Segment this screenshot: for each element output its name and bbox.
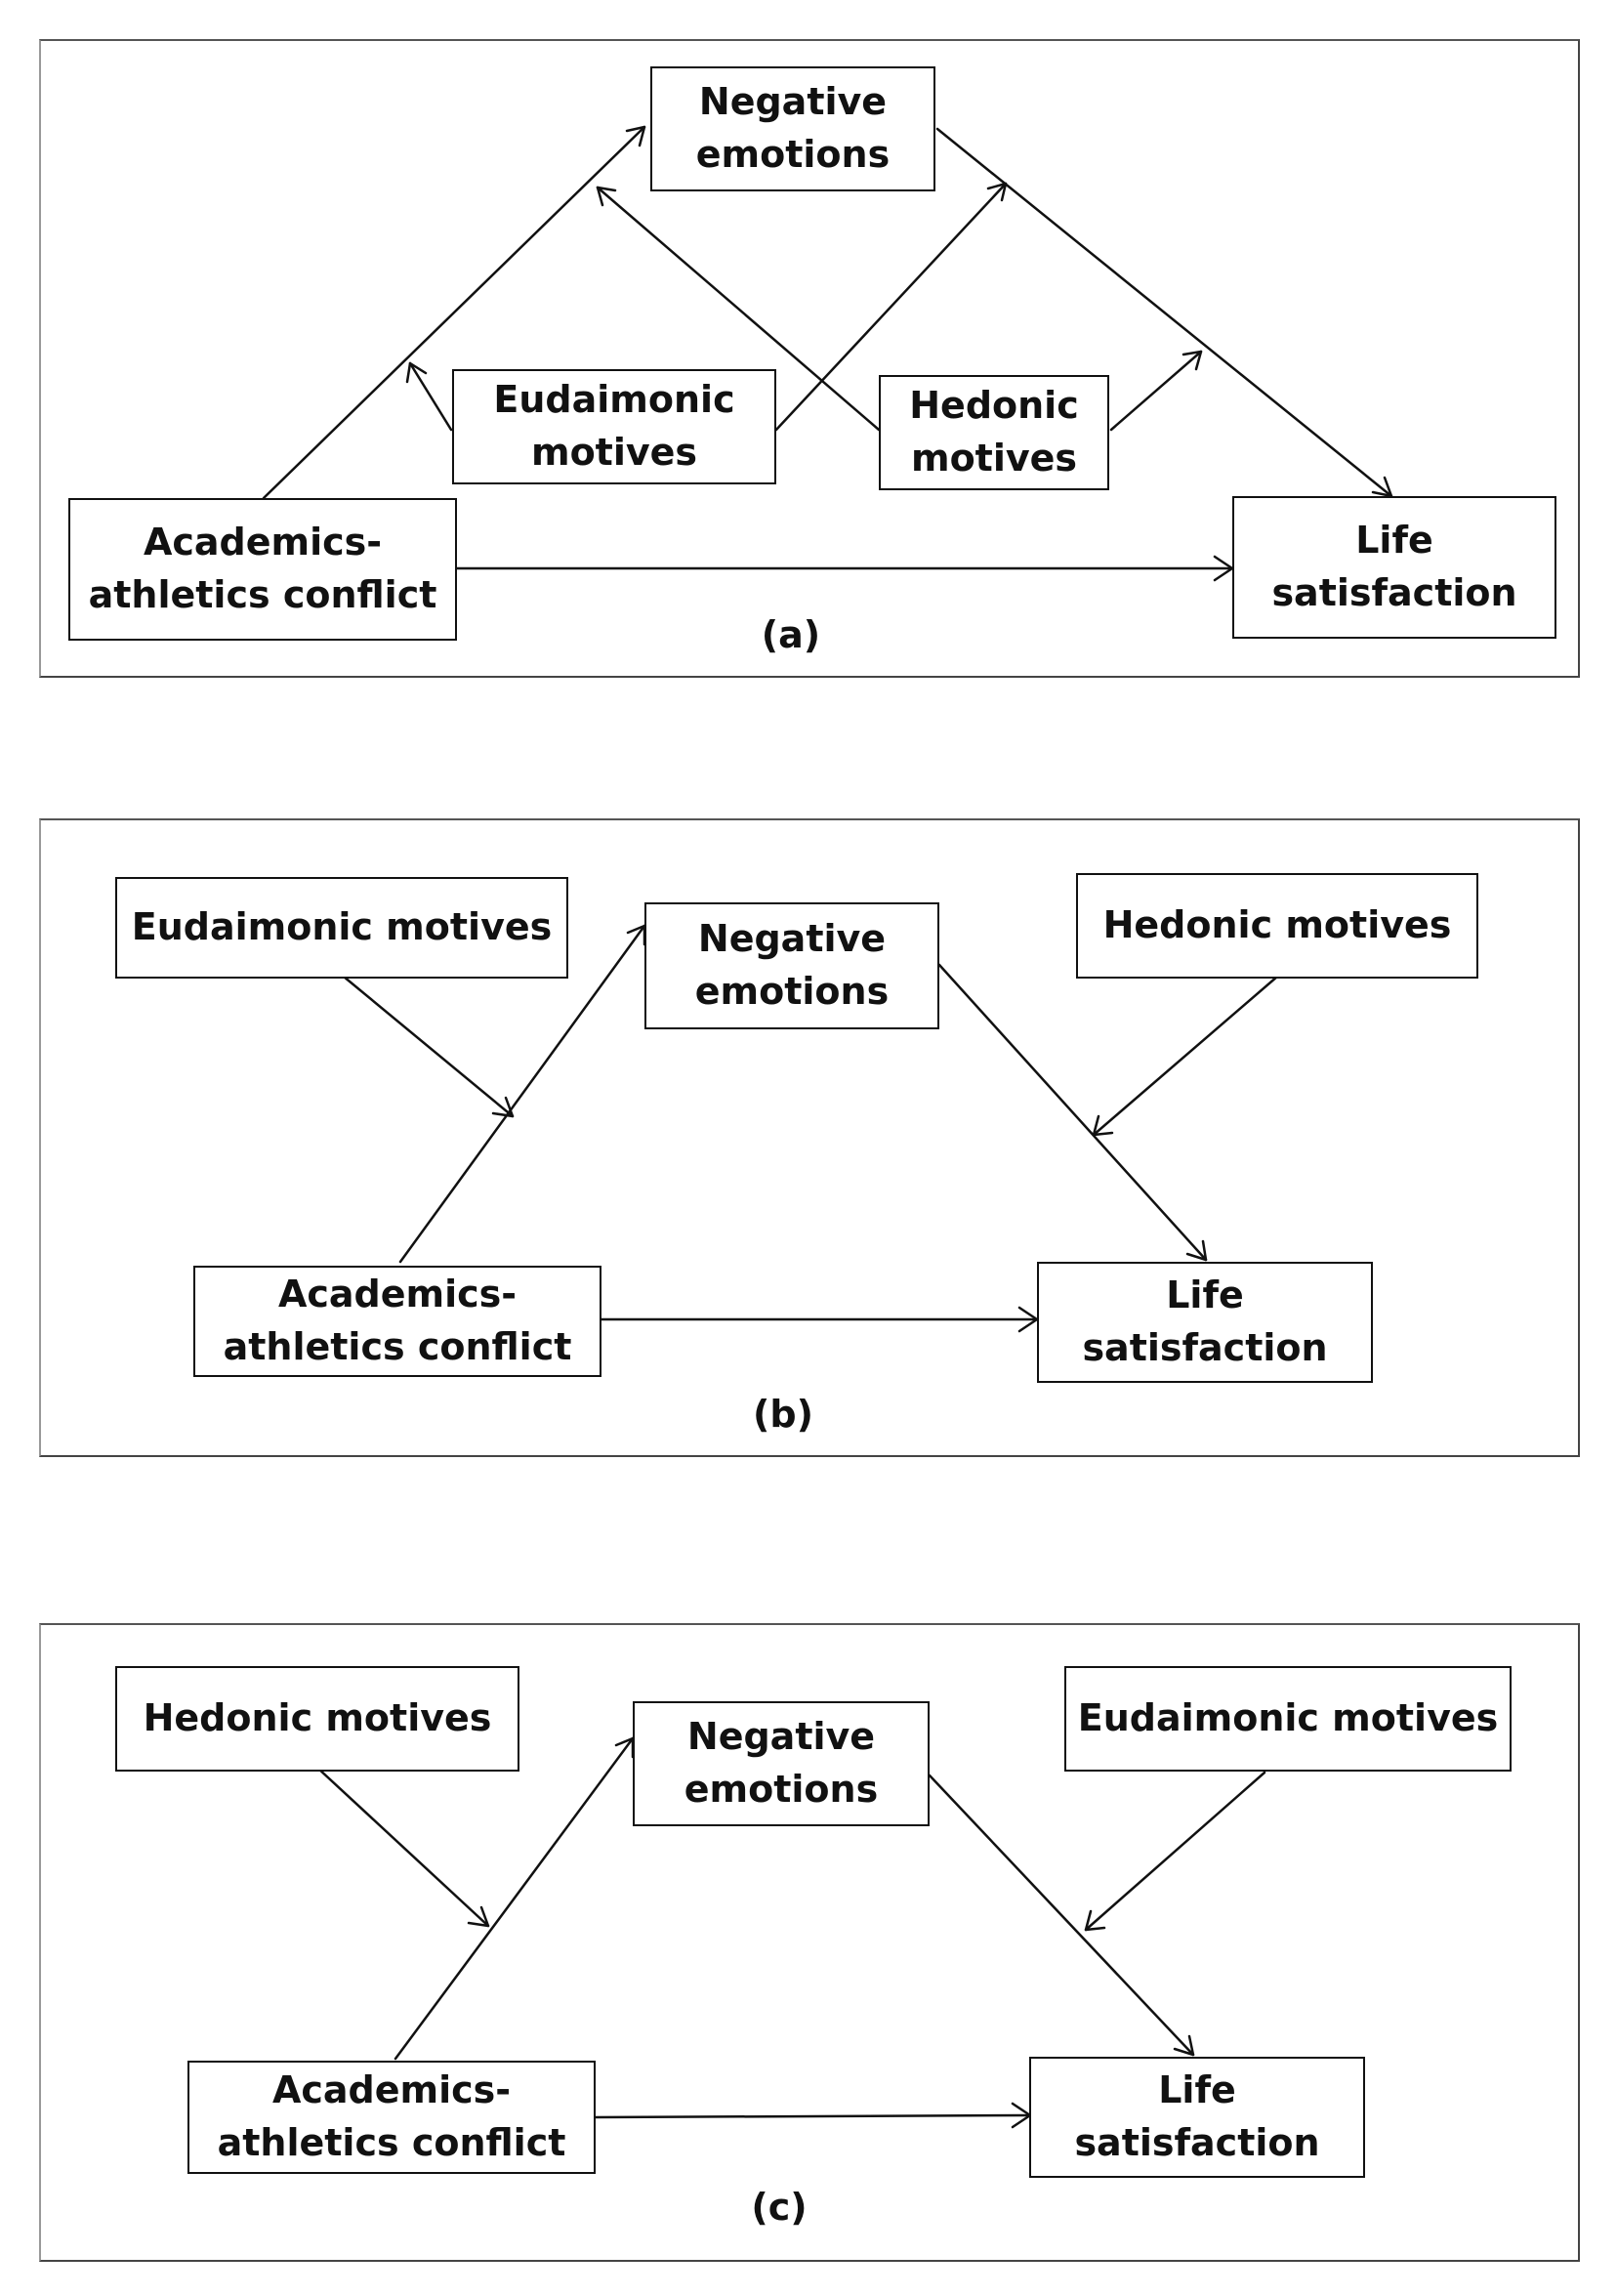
node-eudaimonic-motives: Eudaimonic motives [452, 369, 776, 484]
arrow-hedonic-moderates-emotion-path [1109, 350, 1203, 432]
arrow-eudaimonic-moderates-conflict-path [408, 361, 453, 432]
panel-b-arrows [342, 924, 1279, 1333]
arrow-hedonic-moderates-conflict-path [315, 1766, 490, 1928]
node-hedonic-motives: Hedonic motives [115, 1666, 519, 1772]
node-life-satisfaction: Life satisfaction [1232, 496, 1556, 639]
node-eudaimonic-motives: Eudaimonic motives [115, 877, 568, 979]
panel-b-label: (b) [753, 1393, 813, 1436]
node-life-satisfaction: Life satisfaction [1037, 1262, 1373, 1383]
arrow-conflict-to-life-satisfaction [594, 2113, 1032, 2119]
arrow-conflict-to-negative-emotions [394, 1736, 635, 2061]
arrow-eudaimonic-moderates-emotion-path [774, 182, 1008, 432]
arrow-negative-emotions-to-life-satisfaction [928, 1774, 1195, 2057]
arrow-eudaimonic-moderates-emotion-path [1084, 1771, 1266, 1932]
node-negative-emotions: Negative emotions [644, 902, 939, 1029]
node-academics-athletics-conflict: Academics- athletics conflict [68, 498, 457, 641]
panel-c-arrows [315, 1736, 1266, 2129]
arrow-eudaimonic-moderates-conflict-path [342, 975, 515, 1118]
arrow-conflict-to-negative-emotions [262, 125, 646, 500]
node-academics-athletics-conflict: Academics- athletics conflict [193, 1266, 601, 1377]
arrow-hedonic-moderates-emotion-path [1092, 975, 1279, 1137]
node-life-satisfaction: Life satisfaction [1029, 2057, 1365, 2178]
node-academics-athletics-conflict: Academics- athletics conflict [187, 2061, 596, 2174]
panel-a-arrows [262, 125, 1393, 582]
arrow-hedonic-moderates-conflict-path [596, 186, 881, 432]
arrow-negative-emotions-to-life-satisfaction [935, 127, 1393, 498]
panel-a-label: (a) [761, 613, 821, 656]
node-eudaimonic-motives: Eudaimonic motives [1064, 1666, 1512, 1772]
node-hedonic-motives: Hedonic motives [879, 375, 1109, 490]
panel-c [39, 1623, 1580, 2262]
node-hedonic-motives: Hedonic motives [1076, 873, 1478, 979]
panel-c-label: (c) [751, 2186, 808, 2229]
arrow-conflict-to-negative-emotions [398, 924, 646, 1264]
arrow-negative-emotions-to-life-satisfaction [937, 963, 1208, 1262]
panel-b [39, 818, 1580, 1457]
panel-a [39, 39, 1580, 678]
node-negative-emotions: Negative emotions [633, 1701, 930, 1826]
node-negative-emotions: Negative emotions [650, 66, 935, 191]
